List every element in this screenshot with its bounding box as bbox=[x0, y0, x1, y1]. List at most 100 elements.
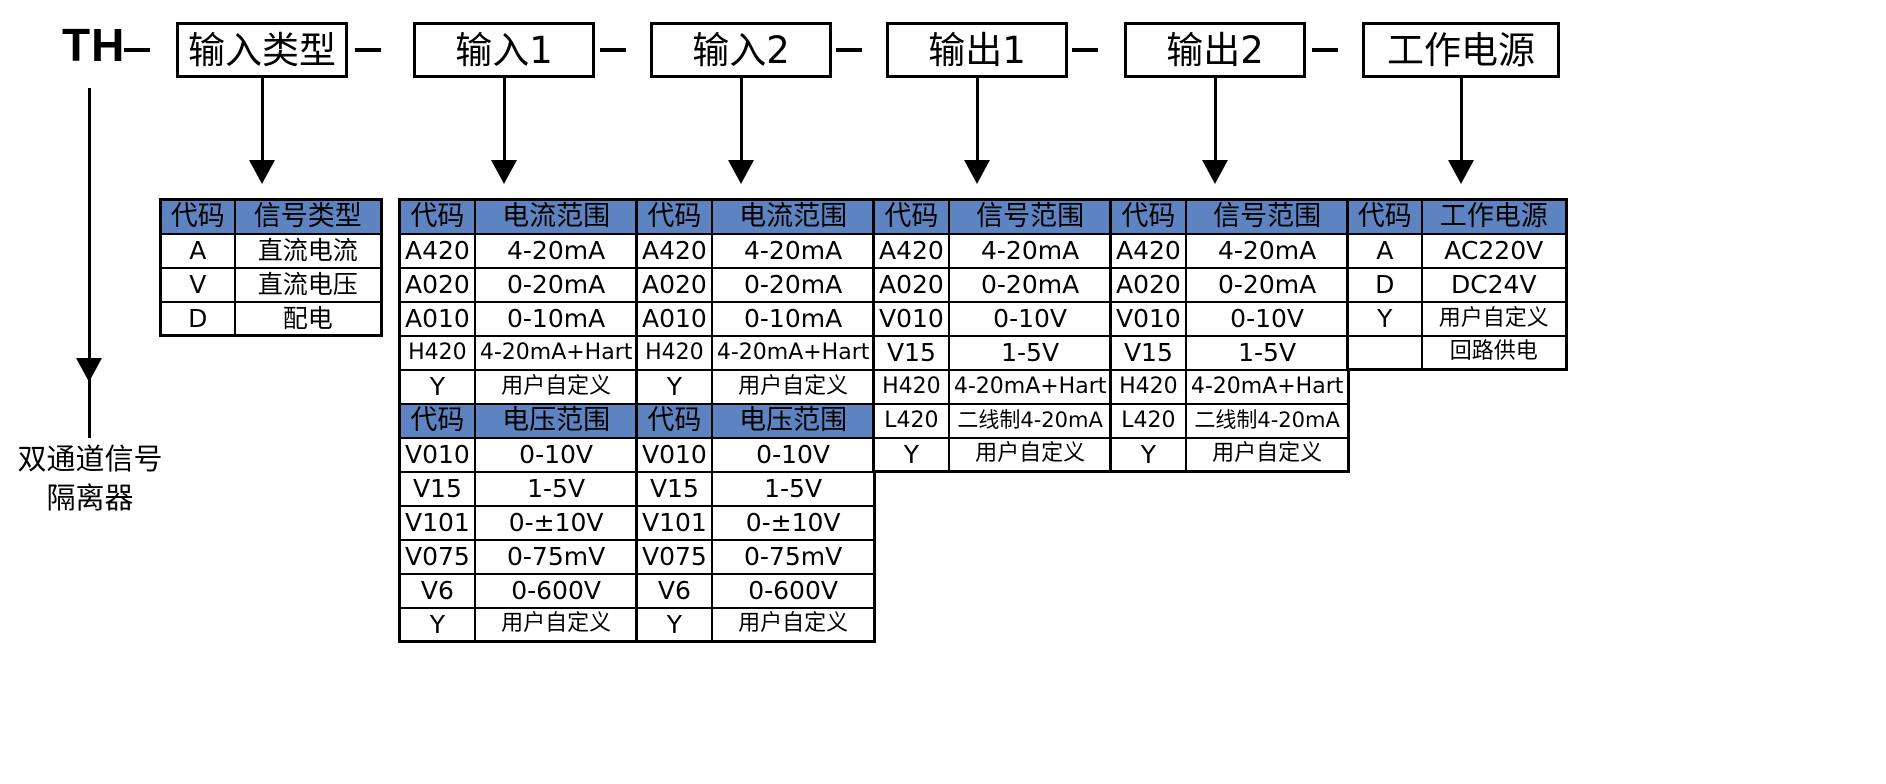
table-header-row: 代码 电流范围 bbox=[398, 198, 639, 235]
header-cell-value: 电压范围 bbox=[710, 402, 876, 439]
cell-code: Y bbox=[398, 606, 476, 643]
table-row[interactable]: 回路供电 bbox=[1346, 334, 1568, 371]
separator-dash-5 bbox=[1072, 48, 1098, 52]
cell-value: 1-5V bbox=[1184, 334, 1350, 371]
cell-code: Y bbox=[872, 436, 950, 473]
cell-code: V15 bbox=[398, 470, 476, 507]
table-row[interactable]: Y 用户自定义 bbox=[1109, 436, 1350, 473]
table-row[interactable]: Y 用户自定义 bbox=[872, 436, 1113, 473]
cell-value: 0-600V bbox=[473, 572, 639, 609]
table-row[interactable]: V6 0-600V bbox=[635, 572, 876, 609]
table-row[interactable]: A010 0-10mA bbox=[398, 300, 639, 337]
table-row[interactable]: V15 1-5V bbox=[635, 470, 876, 507]
header-cell-code: 代码 bbox=[398, 402, 476, 439]
table-row[interactable]: V101 0-±10V bbox=[398, 504, 639, 541]
cell-value: 0-10mA bbox=[473, 300, 639, 337]
table-output-2: 代码 信号范围 A420 4-20mA A020 0-20mA V010 0-1… bbox=[1109, 198, 1351, 473]
table-row[interactable]: A020 0-20mA bbox=[872, 266, 1113, 303]
cell-value: 用户自定义 bbox=[947, 436, 1113, 473]
cell-value: 用户自定义 bbox=[1184, 436, 1350, 473]
arrow-output-2-icon bbox=[1202, 160, 1228, 184]
table-row[interactable]: V010 0-10V bbox=[635, 436, 876, 473]
cell-code: A020 bbox=[398, 266, 476, 303]
cell-value: 用户自定义 bbox=[473, 368, 639, 405]
table-row[interactable]: Y 用户自定义 bbox=[635, 368, 876, 405]
segment-box-output-2[interactable]: 输出2 bbox=[1124, 22, 1306, 78]
table-row[interactable]: A010 0-10mA bbox=[635, 300, 876, 337]
header-cell-value: 信号类型 bbox=[233, 198, 383, 235]
cell-value: 4-20mA bbox=[473, 232, 639, 269]
table-row[interactable]: Y 用户自定义 bbox=[398, 368, 639, 405]
table-row[interactable]: V075 0-75mV bbox=[398, 538, 639, 575]
table-row[interactable]: A AC220V bbox=[1346, 232, 1568, 269]
table-input-2: 代码 电流范围 A420 4-20mA A020 0-20mA A010 0-1… bbox=[635, 198, 877, 643]
connector-line-device bbox=[88, 88, 91, 438]
table-header-row: 代码 信号范围 bbox=[872, 198, 1113, 235]
cell-code: Y bbox=[1346, 300, 1423, 337]
cell-value: 0-10V bbox=[947, 300, 1113, 337]
cell-value: 用户自定义 bbox=[710, 606, 876, 643]
cell-value: 0-20mA bbox=[947, 266, 1113, 303]
cell-code: V6 bbox=[398, 572, 476, 609]
table-row[interactable]: V15 1-5V bbox=[872, 334, 1113, 371]
cell-value: 用户自定义 bbox=[473, 606, 639, 643]
table-row[interactable]: L420 二线制4-20mA bbox=[872, 402, 1113, 439]
table-row[interactable]: A420 4-20mA bbox=[398, 232, 639, 269]
table-row[interactable]: A420 4-20mA bbox=[635, 232, 876, 269]
header-cell-value: 信号范围 bbox=[1184, 198, 1350, 235]
table-row[interactable]: L420 二线制4-20mA bbox=[1109, 402, 1350, 439]
segment-box-input-type[interactable]: 输入类型 bbox=[176, 22, 348, 78]
cell-code: V075 bbox=[398, 538, 476, 575]
cell-code: V010 bbox=[635, 436, 713, 473]
segment-box-input-2[interactable]: 输入2 bbox=[650, 22, 832, 78]
table-row[interactable]: V010 0-10V bbox=[1109, 300, 1350, 337]
cell-code: V010 bbox=[1109, 300, 1187, 337]
cell-value: 用户自定义 bbox=[710, 368, 876, 405]
table-row[interactable]: A020 0-20mA bbox=[398, 266, 639, 303]
table-row[interactable]: A020 0-20mA bbox=[1109, 266, 1350, 303]
cell-code: A020 bbox=[635, 266, 713, 303]
segment-box-power-supply[interactable]: 工作电源 bbox=[1362, 22, 1560, 78]
table-row[interactable]: V101 0-±10V bbox=[635, 504, 876, 541]
table-row[interactable]: H420 4-20mA+Hart bbox=[398, 334, 639, 371]
table-row[interactable]: Y 用户自定义 bbox=[635, 606, 876, 643]
segment-box-input-1[interactable]: 输入1 bbox=[413, 22, 595, 78]
table-header-row: 代码 信号类型 bbox=[159, 198, 383, 235]
table-row[interactable]: V6 0-600V bbox=[398, 572, 639, 609]
table-row[interactable]: H420 4-20mA+Hart bbox=[872, 368, 1113, 405]
table-row[interactable]: Y 用户自定义 bbox=[398, 606, 639, 643]
cell-value: 1-5V bbox=[947, 334, 1113, 371]
table-row[interactable]: H420 4-20mA+Hart bbox=[1109, 368, 1350, 405]
cell-value: 4-20mA+Hart bbox=[710, 334, 876, 371]
header-cell-code: 代码 bbox=[398, 198, 476, 235]
table-row[interactable]: V010 0-10V bbox=[398, 436, 639, 473]
cell-code: A420 bbox=[872, 232, 950, 269]
table-row[interactable]: V15 1-5V bbox=[398, 470, 639, 507]
table-row[interactable]: V075 0-75mV bbox=[635, 538, 876, 575]
separator-dash-2 bbox=[355, 48, 381, 52]
table-row[interactable]: V15 1-5V bbox=[1109, 334, 1350, 371]
cell-value: 0-10V bbox=[1184, 300, 1350, 337]
table-row[interactable]: A 直流电流 bbox=[159, 232, 383, 269]
connector-line-input-1 bbox=[503, 78, 506, 170]
cell-code: A010 bbox=[398, 300, 476, 337]
cell-code: V010 bbox=[872, 300, 950, 337]
cell-value: AC220V bbox=[1420, 232, 1568, 269]
cell-value: 0-75mV bbox=[473, 538, 639, 575]
table-output-1: 代码 信号范围 A420 4-20mA A020 0-20mA V010 0-1… bbox=[872, 198, 1114, 473]
table-row[interactable]: V 直流电压 bbox=[159, 266, 383, 303]
table-row[interactable]: A020 0-20mA bbox=[635, 266, 876, 303]
table-row[interactable]: A420 4-20mA bbox=[872, 232, 1113, 269]
table-header-row: 代码 信号范围 bbox=[1109, 198, 1350, 235]
cell-value: 直流电压 bbox=[233, 266, 383, 303]
table-row[interactable]: V010 0-10V bbox=[872, 300, 1113, 337]
cell-value: 0-600V bbox=[710, 572, 876, 609]
table-row[interactable]: H420 4-20mA+Hart bbox=[635, 334, 876, 371]
table-row[interactable]: D DC24V bbox=[1346, 266, 1568, 303]
table-row[interactable]: A420 4-20mA bbox=[1109, 232, 1350, 269]
table-row[interactable]: Y 用户自定义 bbox=[1346, 300, 1568, 337]
header-cell-value: 信号范围 bbox=[947, 198, 1113, 235]
segment-box-output-1[interactable]: 输出1 bbox=[886, 22, 1068, 78]
table-row[interactable]: D 配电 bbox=[159, 300, 383, 337]
